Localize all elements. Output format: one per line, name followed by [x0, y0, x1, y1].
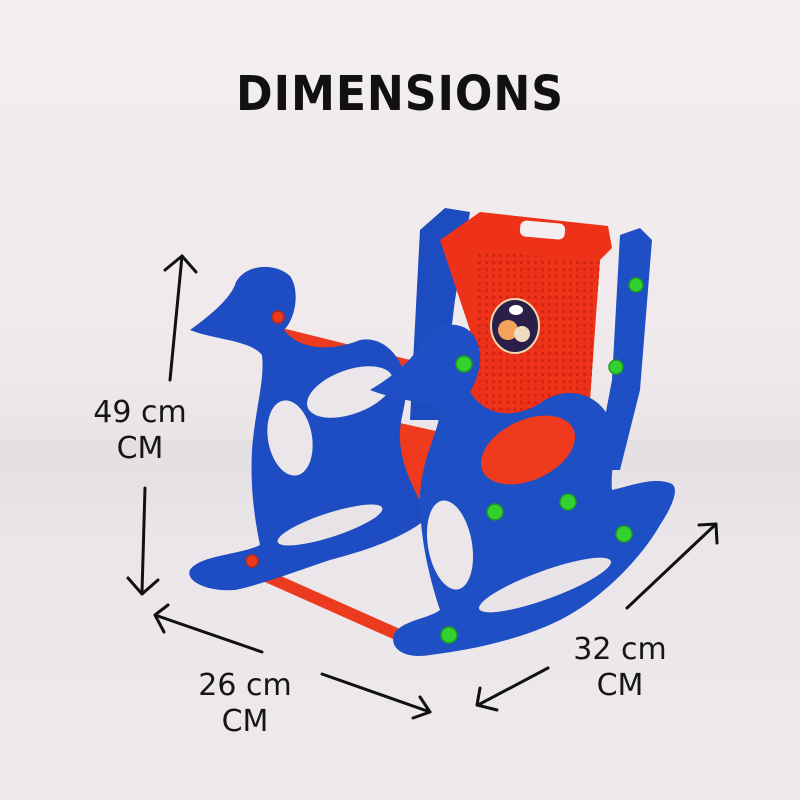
arrow-left-icon [153, 603, 264, 654]
arrow-up-icon [163, 254, 198, 382]
height-unit: CM [116, 431, 164, 466]
backrest-handle [519, 220, 566, 240]
arrow-right-icon [320, 672, 432, 720]
arrow-down-icon [126, 486, 160, 596]
width-value: 26 cm [198, 668, 292, 703]
depth-dimension-label: 32 cm CM [545, 632, 695, 704]
height-value: 49 cm [93, 395, 187, 430]
green-pegs [245, 277, 644, 644]
height-dimension-label: 49 cm CM [70, 395, 210, 467]
depth-unit: CM [596, 668, 644, 703]
arrow-down-left-icon [475, 666, 550, 712]
sticker-badge-icon [490, 298, 540, 354]
depth-value: 32 cm [573, 632, 667, 667]
width-unit: CM [221, 704, 269, 739]
width-dimension-label: 26 cm CM [170, 668, 320, 740]
page-title: DIMENSIONS [236, 66, 564, 122]
arrow-up-right-icon [625, 522, 719, 610]
bottom-rod [242, 561, 431, 653]
